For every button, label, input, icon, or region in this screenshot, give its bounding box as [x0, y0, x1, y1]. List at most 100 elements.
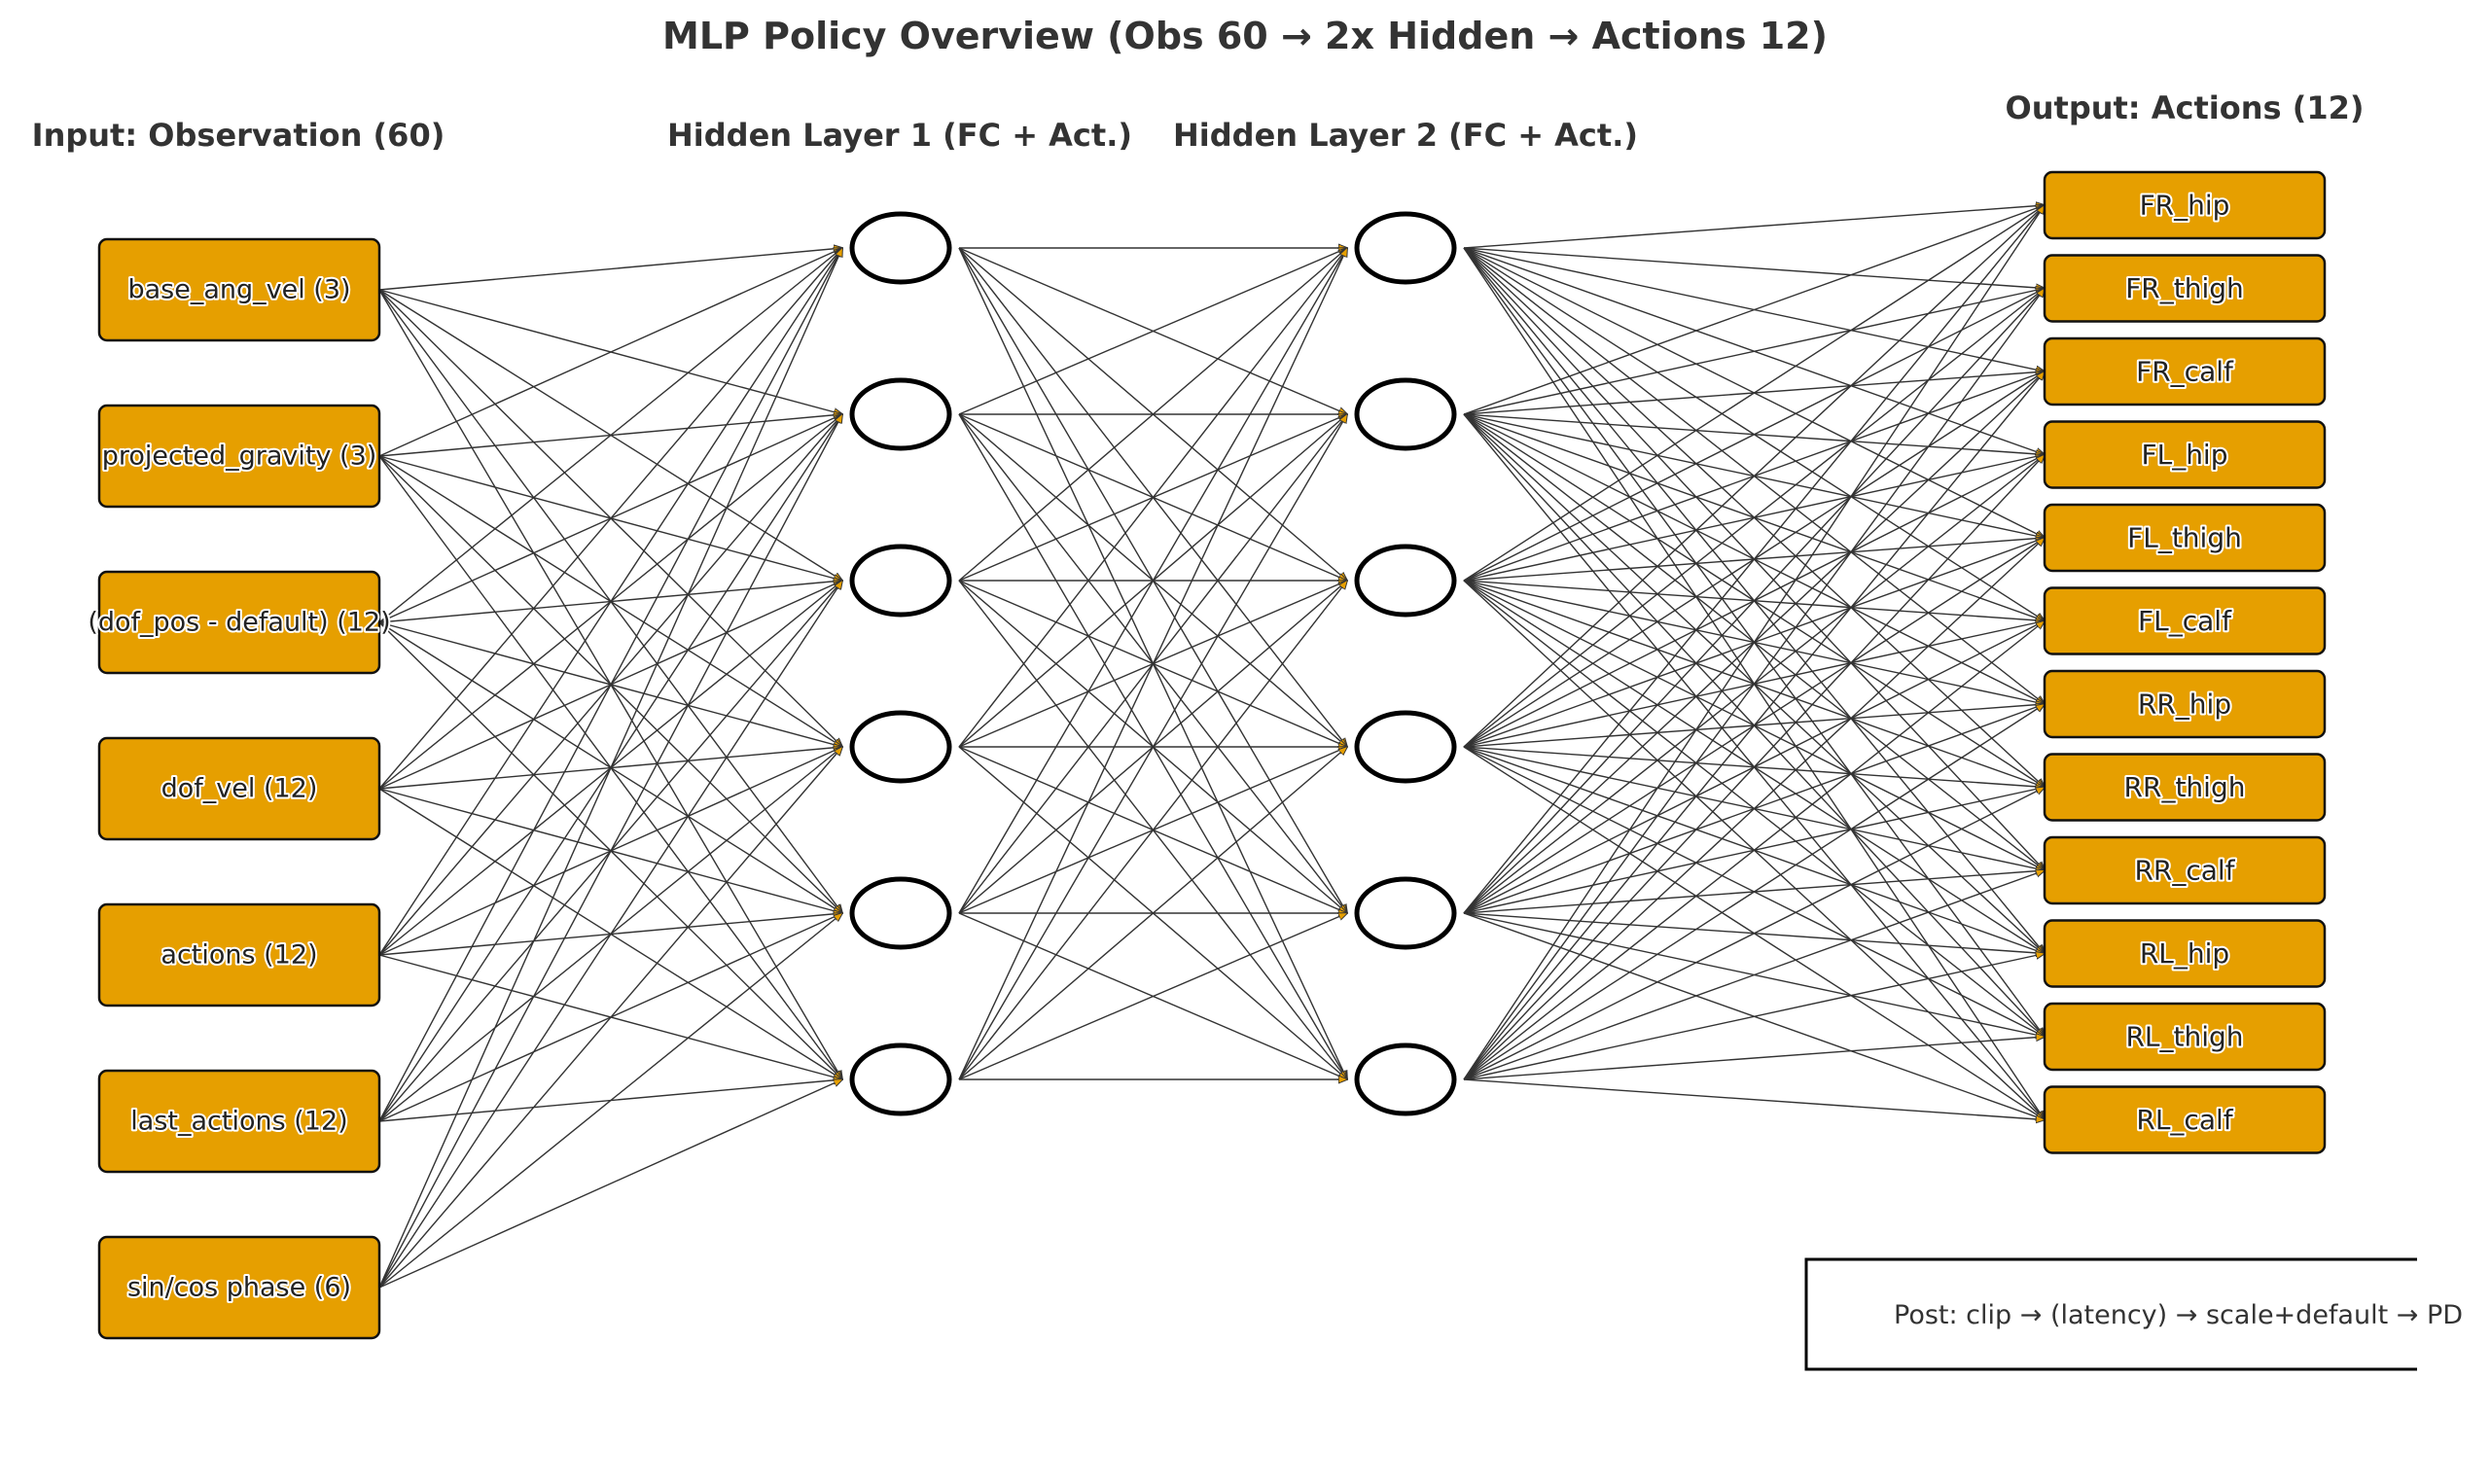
output-node-fl-calf: FL_calf	[2043, 586, 2327, 655]
output-node-rr-calf-box	[2043, 835, 2327, 905]
output-node-rr-thigh-box	[2043, 753, 2327, 822]
edge-h2-5-out-1	[1463, 289, 2045, 1080]
edge-h2-3-out-0	[1463, 205, 2045, 748]
output-node-fl-calf-box	[2043, 586, 2327, 655]
input-node-3-box	[97, 570, 381, 675]
edge-h1-3-h2-0	[958, 248, 1347, 748]
edge-h2-5-out-11	[1463, 1078, 2045, 1120]
edge-input-6-h1-1	[378, 414, 842, 1289]
edge-h2-5-out-3	[1463, 455, 2045, 1080]
hidden-2-neuron-3	[1354, 544, 1457, 618]
edge-input-6-h1-3	[378, 747, 842, 1289]
output-node-fr-thigh: FR_thigh	[2043, 254, 2327, 323]
edge-input-3-h1-0	[378, 248, 842, 790]
output-node-fl-calf-label: FL_calf	[2138, 605, 2232, 637]
input-node-4-label: dof_vel (12)	[161, 774, 318, 804]
hidden-1-neuron-6	[849, 1042, 952, 1116]
edge-h1-5-h2-4	[958, 913, 1347, 1080]
hidden-1-neuron-2	[849, 377, 952, 451]
hidden-layer-2-header: Hidden Layer 2 (FC + Act.)	[1173, 117, 1638, 154]
input-node-4-box	[97, 736, 381, 841]
output-node-rr-hip-box	[2043, 669, 2327, 739]
output-node-rl-calf: RL_calf	[2043, 1085, 2327, 1154]
edge-input-2-h1-0	[378, 248, 842, 623]
edge-h1-4-h2-0	[958, 248, 1347, 914]
edge-h2-5-out-0	[1463, 205, 2045, 1080]
input-node-5-box	[97, 902, 381, 1007]
edge-input-5-h1-0	[378, 248, 842, 1122]
output-node-fr-hip: FR_hip	[2043, 170, 2327, 240]
output-node-rr-hip-label: RR_hip	[2138, 689, 2231, 721]
edge-h2-5-out-5	[1463, 621, 2045, 1080]
output-node-fl-thigh: FL_thigh	[2043, 503, 2327, 573]
edge-h2-1-out-0	[1463, 205, 2045, 415]
edge-h2-2-out-1	[1463, 289, 2045, 582]
input-node-2: projected_gravity (3)	[97, 404, 381, 509]
input-node-3: (dof_pos - default) (12)	[86, 570, 393, 675]
edge-input-6-h1-5	[378, 1079, 842, 1289]
edge-h1-5-h2-0	[958, 248, 1347, 1080]
edge-input-4-h1-0	[378, 248, 842, 956]
edge-h1-1-h2-0	[958, 248, 1347, 415]
edge-input-6-h1-4	[378, 913, 842, 1289]
output-node-fr-hip-label: FR_hip	[2140, 190, 2230, 222]
note-text: Post: clip → (latency) → scale+default →…	[1894, 1300, 2463, 1330]
hidden-layer-1-header: Hidden Layer 1 (FC + Act.)	[667, 117, 1132, 154]
hidden-1-neuron-3	[849, 544, 952, 618]
edge-h2-0-out-1	[1463, 247, 2045, 289]
edge-h2-2-out-0	[1463, 205, 2045, 582]
edge-input-0-h1-0	[378, 248, 842, 291]
hidden-1-neuron-1	[849, 211, 952, 285]
edge-h2-5-out-8	[1463, 870, 2045, 1080]
output-node-rl-hip-box	[2043, 919, 2327, 988]
output-node-rr-hip: RR_hip	[2043, 669, 2327, 739]
edge-h2-5-out-7	[1463, 788, 2045, 1080]
output-node-rl-thigh-box	[2043, 1002, 2327, 1072]
output-layer-header: Output: Actions (12)	[2006, 89, 2365, 126]
connections	[378, 205, 2045, 1289]
output-node-fr-hip-box	[2043, 170, 2327, 240]
input-node-1-label: base_ang_vel (3)	[127, 275, 350, 305]
edge-h2-5-out-4	[1463, 538, 2045, 1080]
hidden-2-neuron-6	[1354, 1042, 1457, 1116]
output-node-rr-thigh-label: RR_thigh	[2124, 771, 2246, 803]
output-node-rl-hip-label: RL_hip	[2140, 937, 2229, 970]
edge-h1-5-h2-1	[958, 414, 1347, 1080]
input-node-5-label: actions (12)	[160, 940, 317, 971]
edge-h2-3-out-1	[1463, 289, 2045, 748]
edge-input-6-h1-2	[378, 581, 842, 1289]
post-processing-note: Post: clip → (latency) → scale+default →…	[1804, 1257, 2463, 1371]
output-node-rl-calf-label: RL_calf	[2136, 1104, 2233, 1136]
nodes: base_ang_vel (3) projected_gravity (3) (do…	[86, 170, 2327, 1340]
edge-h2-5-out-6	[1463, 704, 2045, 1080]
hidden-2-neuron-5	[1354, 876, 1457, 950]
edge-h2-5-out-10	[1463, 1037, 2045, 1080]
edge-h1-5-h2-3	[958, 747, 1347, 1080]
input-node-6-label: last_actions (12)	[130, 1107, 347, 1137]
edge-h1-2-h2-0	[958, 248, 1347, 582]
output-node-fr-thigh-label: FR_thigh	[2125, 272, 2244, 304]
input-node-7-box	[97, 1235, 381, 1340]
edge-h2-4-out-1	[1463, 289, 2045, 914]
hidden-2-neuron-2	[1354, 377, 1457, 451]
output-node-rr-thigh: RR_thigh	[2043, 753, 2327, 822]
edge-h2-4-out-0	[1463, 205, 2045, 914]
hidden-2-neuron-1	[1354, 211, 1457, 285]
input-node-1: base_ang_vel (3)	[97, 237, 381, 342]
output-node-fl-thigh-label: FL_thigh	[2127, 522, 2242, 554]
input-node-6-box	[97, 1069, 381, 1174]
input-node-1-box	[97, 237, 381, 342]
output-node-fl-hip-label: FL_hip	[2141, 439, 2227, 471]
output-node-rl-calf-box	[2043, 1085, 2327, 1154]
hidden-1-neuron-5	[849, 876, 952, 950]
output-node-fl-hip-box	[2043, 420, 2327, 489]
edge-input-6-h1-0	[378, 248, 842, 1289]
output-node-fr-thigh-box	[2043, 254, 2327, 323]
edge-h1-5-h2-2	[958, 581, 1347, 1080]
edge-h2-0-out-0	[1463, 205, 2045, 249]
output-node-fr-calf: FR_calf	[2043, 336, 2327, 406]
hidden-1-neuron-4	[849, 710, 952, 784]
note-bracket	[1804, 1257, 2417, 1371]
input-node-2-box	[97, 404, 381, 509]
